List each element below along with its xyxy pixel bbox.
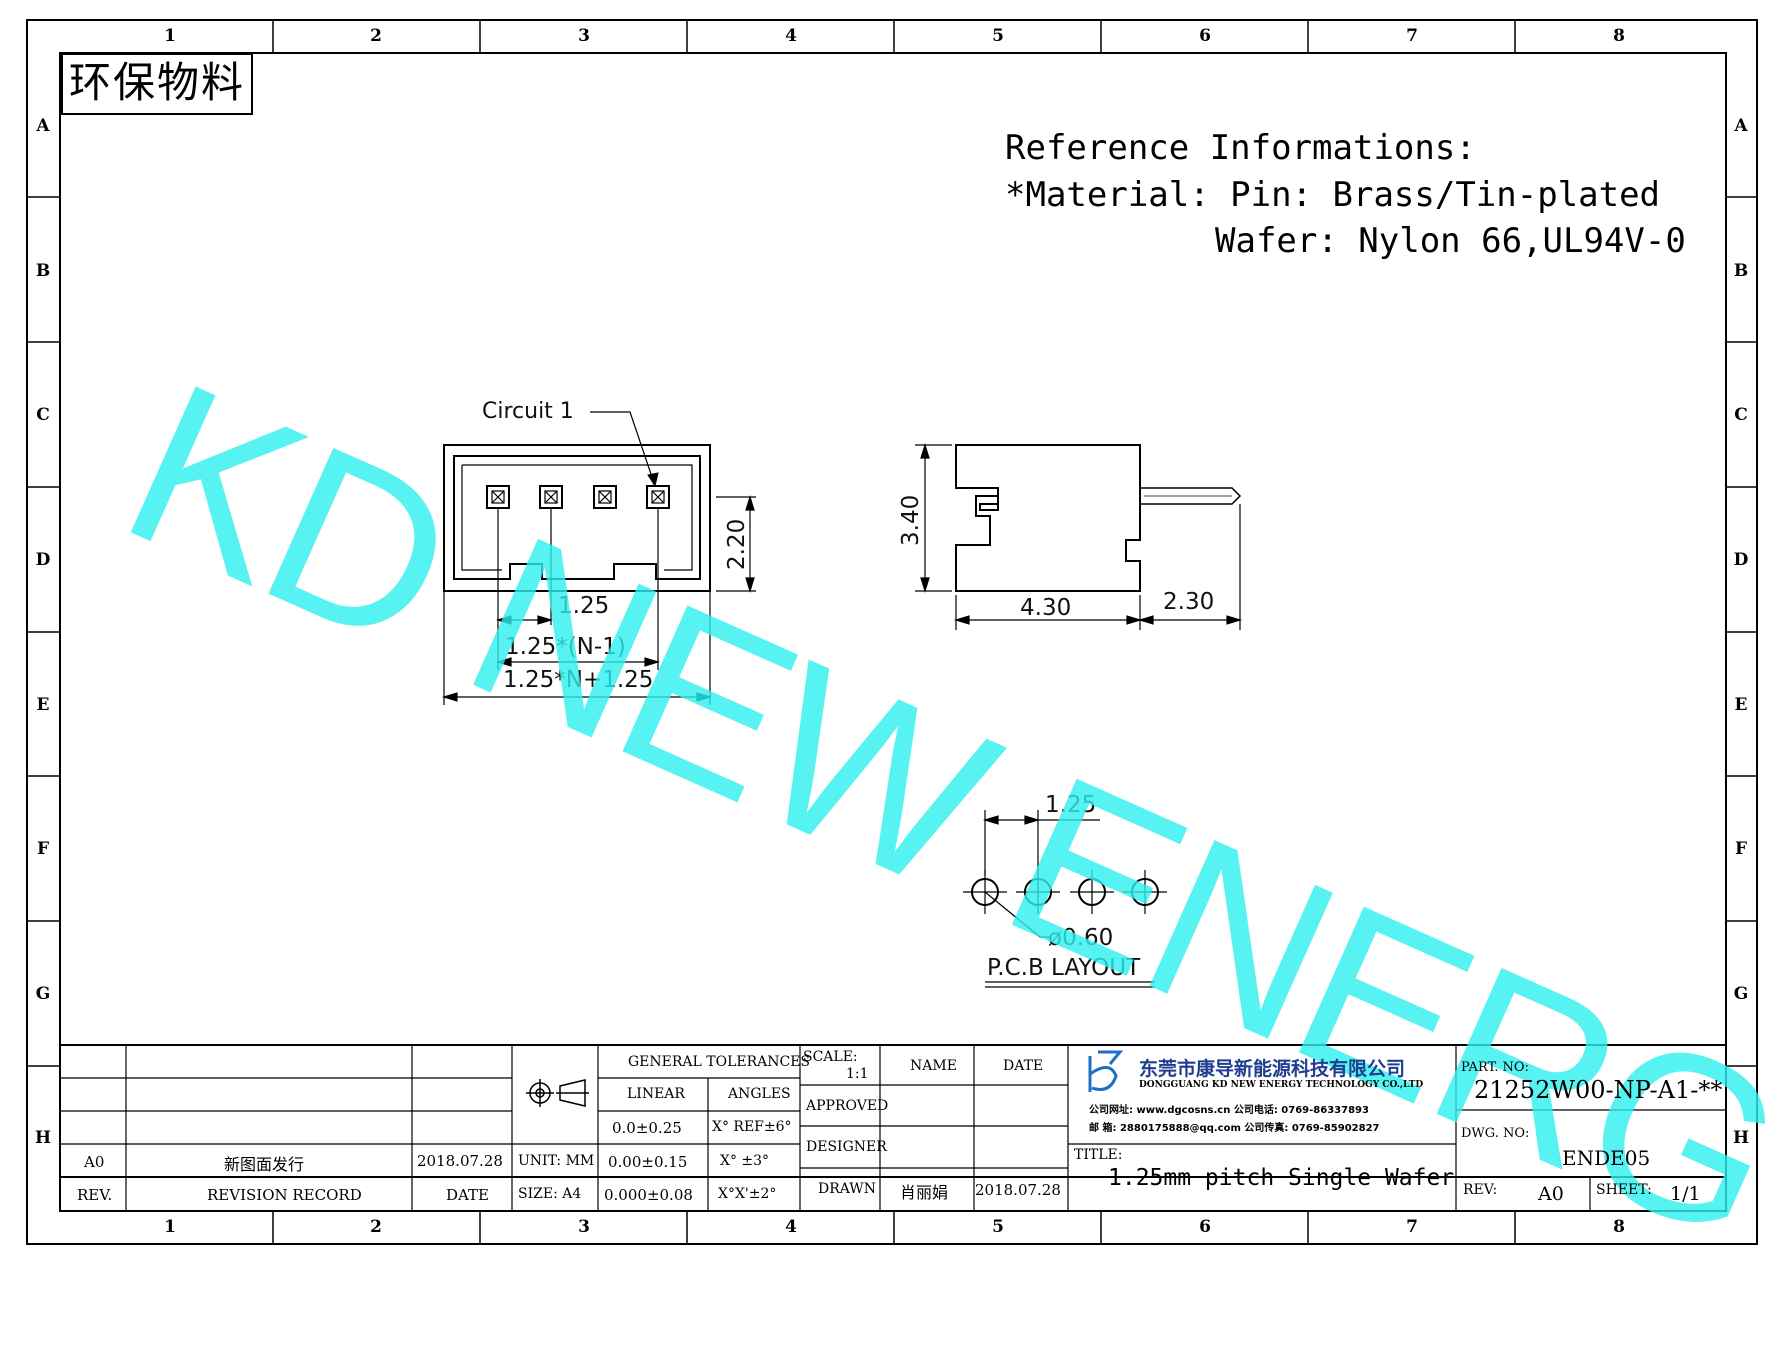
scale-label: SCALE: [803, 1049, 858, 1065]
designer-label: DESIGNER [806, 1139, 887, 1155]
angles-header: ANGLES [728, 1086, 791, 1102]
zone-row-c: C [36, 405, 50, 425]
zone-row-b: B [35, 261, 51, 281]
zone-col-3: 3 [578, 26, 590, 46]
rev-a0: A0 [84, 1153, 105, 1171]
pcb-layout [963, 810, 1167, 988]
zone-row-b-right: B [1733, 261, 1749, 281]
tolerance-2: 0.00±0.15 [608, 1153, 688, 1171]
scale-value: 1:1 [846, 1066, 869, 1082]
reference-material-wafer: Wafer: Nylon 66,UL94V-0 [1215, 221, 1686, 261]
rev-value: A0 [1538, 1183, 1564, 1205]
reference-title: Reference Informations: [1005, 128, 1476, 168]
size-label: SIZE: A4 [518, 1186, 582, 1202]
pcb-layout-label: P.C.B LAYOUT [987, 955, 1141, 981]
zone-row-e: E [36, 695, 50, 715]
company-contact-2: 邮 箱: 2880175888@qq.com 公司传真: 0769-859028… [1089, 1123, 1380, 1134]
side-dim-height: 3.40 [898, 494, 924, 546]
header-rev: REV. [77, 1186, 113, 1204]
zone-col-6: 6 [1199, 26, 1211, 46]
zone-row-f-right: F [1734, 839, 1748, 859]
zone-col-7-bottom: 7 [1406, 1217, 1418, 1237]
angle-3: X°X'±2° [718, 1186, 777, 1202]
header-date: DATE [446, 1186, 489, 1204]
unit-label: UNIT: MM [518, 1153, 595, 1169]
tolerance-1: 0.0±0.25 [612, 1119, 682, 1137]
eco-material-stamp: 环保物料 [61, 53, 253, 115]
zone-col-6-bottom: 6 [1199, 1217, 1211, 1237]
zone-col-2-bottom: 2 [370, 1217, 382, 1237]
angle-1: X° REF±6° [712, 1119, 792, 1135]
zone-col-1: 1 [164, 26, 176, 46]
sheet-value: 1/1 [1670, 1183, 1701, 1205]
name-header: NAME [910, 1058, 957, 1074]
date-header: DATE [1003, 1058, 1044, 1074]
rev-label: REV: [1463, 1182, 1498, 1198]
side-dim-body: 4.30 [1020, 595, 1072, 621]
zone-col-8: 8 [1613, 26, 1625, 46]
title-label: TITLE: [1074, 1147, 1123, 1163]
zone-col-4: 4 [785, 26, 797, 46]
front-dim-total: 1.25*N+1.25 [503, 667, 654, 693]
zone-row-c-right: C [1734, 405, 1748, 425]
general-tolerances: GENERAL TOLERANCES [628, 1054, 811, 1070]
side-view [915, 442, 1243, 630]
drawn-date: 2018.07.28 [975, 1181, 1061, 1199]
pcb-dim-hole: ø0.60 [1048, 925, 1114, 951]
front-view [441, 411, 756, 705]
drawn-name: 肖丽娟 [900, 1183, 949, 1202]
reference-material-pin: *Material: Pin: Brass/Tin-plated [1005, 175, 1661, 215]
zone-row-a: A [36, 116, 50, 136]
angle-2: X° ±3° [720, 1153, 770, 1169]
zone-col-3-bottom: 3 [578, 1217, 590, 1237]
zone-col-5: 5 [992, 26, 1004, 46]
side-dim-pin: 2.30 [1163, 589, 1215, 615]
company-logo-shape [1088, 1050, 1124, 1092]
zone-row-a-right: A [1734, 116, 1748, 136]
revision-date: 2018.07.28 [417, 1152, 503, 1170]
drawn-label: DRAWN [818, 1181, 876, 1197]
pcb-dim-pitch: 1.25 [1045, 792, 1097, 818]
zone-row-h: H [34, 1128, 52, 1148]
dwg-no-label: DWG. NO: [1461, 1126, 1530, 1141]
zone-col-5-bottom: 5 [992, 1217, 1004, 1237]
revision-record-entry: 新图面发行 [224, 1155, 305, 1174]
approved-label: APPROVED [806, 1098, 889, 1114]
zone-col-8-bottom: 8 [1613, 1217, 1625, 1237]
circuit-label: Circuit 1 [482, 399, 574, 424]
company-name-cn: 东莞市康导新能源科技有限公司 [1139, 1058, 1406, 1080]
zone-col-4-bottom: 4 [785, 1217, 797, 1237]
drawing-title: 1.25mm pitch Single Wafer [1108, 1165, 1455, 1191]
front-dim-pitch: 1.25 [558, 593, 610, 619]
zone-row-e-right: E [1734, 695, 1748, 715]
title-block-grid [60, 1044, 1726, 1211]
drawing-frame [26, 19, 1758, 1245]
front-dim-height: 2.20 [724, 518, 750, 570]
zone-col-1-bottom: 1 [164, 1217, 176, 1237]
zone-row-f: F [36, 839, 50, 859]
part-no-label: PART. NO: [1461, 1060, 1529, 1075]
front-dim-pitch-n1: 1.25*(N-1) [505, 634, 626, 660]
zone-row-d-right: D [1733, 550, 1749, 570]
zone-col-7: 7 [1406, 26, 1418, 46]
tolerance-3: 0.000±0.08 [604, 1186, 693, 1204]
zone-row-h-right: H [1732, 1128, 1750, 1148]
zone-row-g-right: G [1733, 984, 1749, 1004]
zone-row-d: D [35, 550, 51, 570]
dwg-no-value: ENDE05 [1562, 1146, 1651, 1170]
sheet-label: SHEET: [1596, 1182, 1652, 1198]
zone-col-2: 2 [370, 26, 382, 46]
part-no-value: 21252W00-NP-A1-** [1474, 1076, 1723, 1104]
zone-row-g: G [35, 984, 51, 1004]
linear-header: LINEAR [627, 1086, 685, 1102]
header-revision-record: REVISION RECORD [207, 1186, 362, 1204]
company-contact-1: 公司网址: www.dgcosns.cn 公司电话: 0769-86337893 [1089, 1105, 1369, 1116]
company-name-en: DONGGUANG KD NEW ENERGY TECHNOLOGY CO.,L… [1139, 1080, 1424, 1090]
